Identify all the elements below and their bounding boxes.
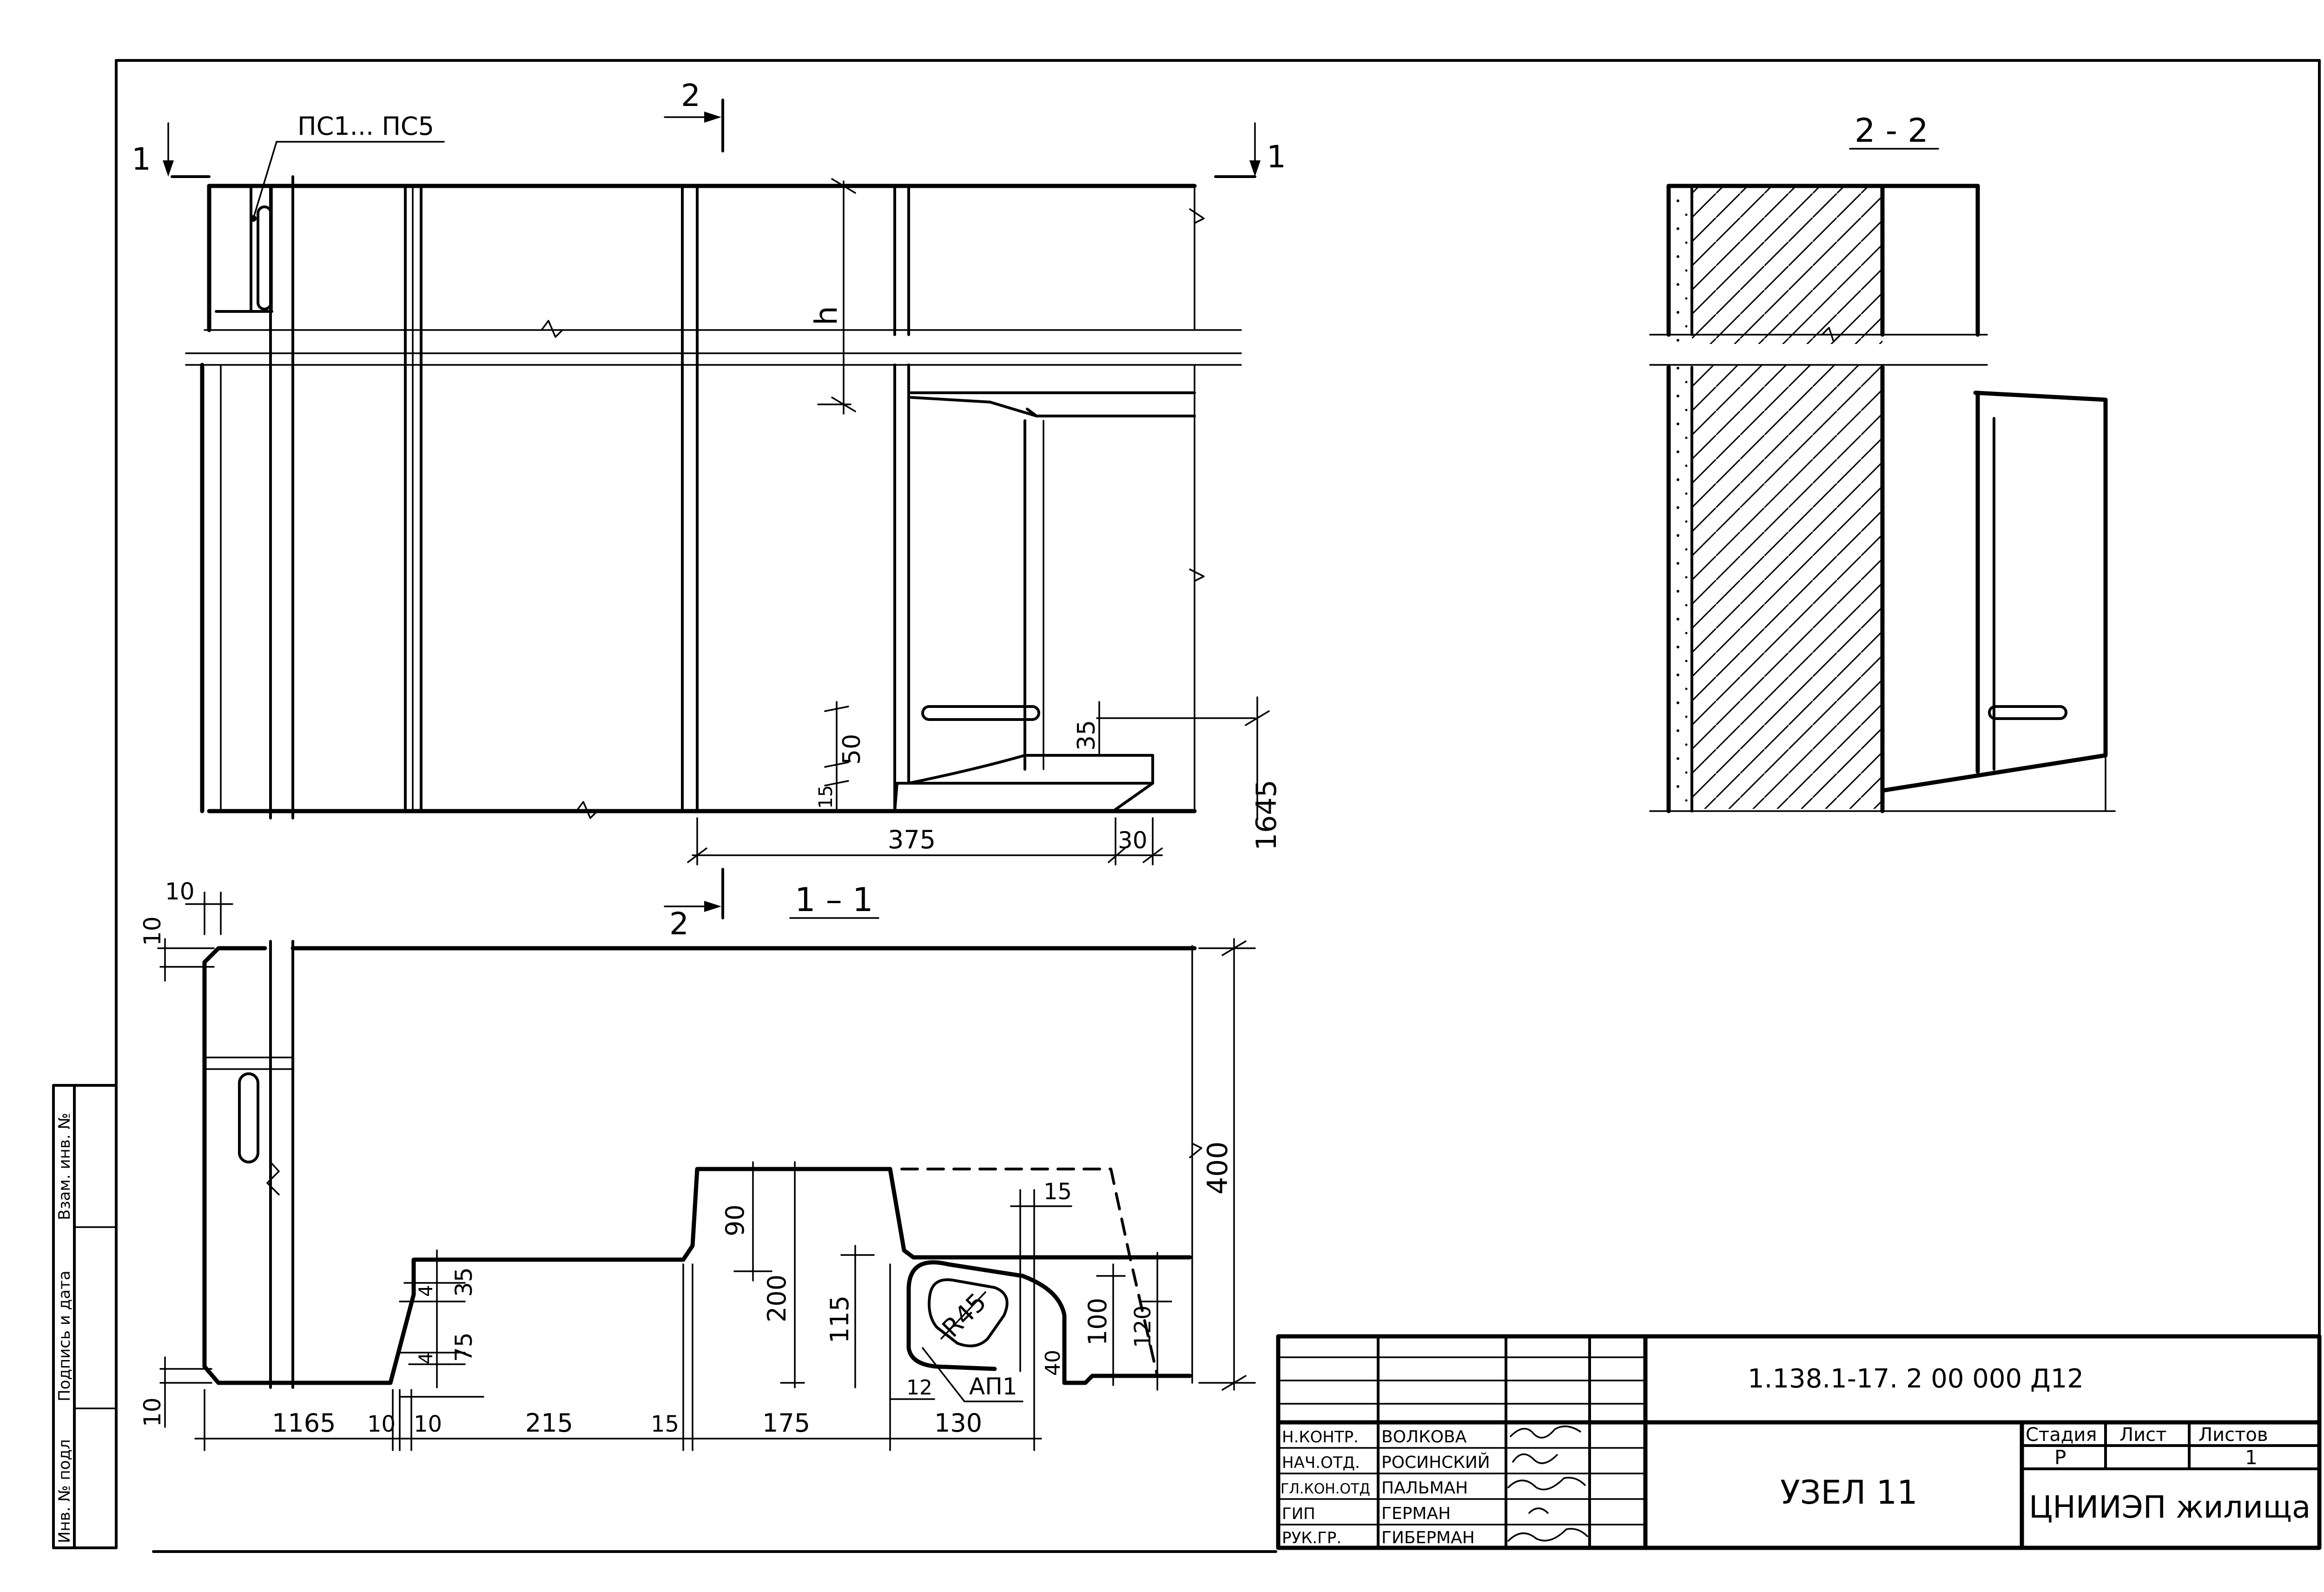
dim-bottom10-label: 10 (139, 1397, 166, 1427)
dim-10b-label: 10 (414, 1411, 442, 1437)
dim-15-top-label: 15 (1043, 1179, 1072, 1205)
signature-2 (1512, 1453, 1558, 1464)
drawing-frame (115, 59, 2321, 1553)
stage-header: Стадия (2026, 1424, 2097, 1446)
dim-130-label: 130 (934, 1408, 982, 1438)
staff-name-2: РОСИНСКИЙ (1381, 1453, 1490, 1472)
section-mark-2-bottom: 2 (664, 868, 724, 942)
dim-215-label: 215 (525, 1408, 573, 1438)
dim-400-label: 400 (1202, 1141, 1234, 1195)
staff-name-5: ГИБЕРМАН (1381, 1528, 1475, 1547)
dim-50-label: 50 (838, 734, 866, 765)
dim-120-label: 120 (1130, 1305, 1156, 1348)
staff-role-1: Н.КОНТР. (1282, 1428, 1359, 1447)
drawing-code: 1.138.1-17. 2 00 000 Д12 (1748, 1364, 2084, 1394)
staff-name-4: ГЕРМАН (1381, 1504, 1451, 1523)
section-mark-2-bottom-label: 2 (669, 906, 689, 942)
side-stamp-replace-label: Взам. инв. № (55, 1113, 74, 1220)
dim-100-label: 100 (1083, 1298, 1112, 1346)
section-1-1-title: 1 – 1 (795, 881, 873, 919)
dim-h-label: h (808, 306, 844, 325)
staff-role-2: НАЧ.ОТД. (1282, 1453, 1360, 1472)
staff-role-5: РУК.ГР. (1282, 1529, 1341, 1547)
sheet-header: Лист (2119, 1424, 2166, 1446)
section-mark-2-top-label: 2 (681, 78, 700, 113)
dim-90-label: 90 (720, 1204, 750, 1236)
signature-3 (1507, 1477, 1586, 1491)
dim-left10-label: 10 (139, 916, 166, 946)
side-stamp: Инв. № подл Подпись и дата Взам. инв. № (52, 1084, 118, 1549)
section-2-2-title: 2 - 2 (1855, 112, 1928, 150)
part-callout-label: ПС1... ПС5 (297, 112, 434, 141)
sheets-value: 1 (2245, 1446, 2258, 1469)
dim-4b-label: 4 (416, 1353, 437, 1364)
part-callout: ПС1... ПС5 (250, 112, 445, 222)
dim-10a-label: 10 (367, 1411, 396, 1437)
staff-name-3: ПАЛЬМАН (1381, 1479, 1468, 1498)
elevation-view: 1 1 2 ПС1... ПС5 (132, 78, 1286, 942)
cut-mark-1-left: 1 (132, 122, 211, 178)
dim-175-label: 175 (762, 1408, 810, 1438)
organization-name: ЦНИИЭП жилища (2029, 1489, 2311, 1525)
staff-name-1: ВОЛКОВА (1381, 1427, 1467, 1447)
section-2-2-view: 2 - 2 (1649, 112, 2116, 813)
section-1-1-view: 1 – 1 10 10 10 (139, 878, 1256, 1451)
sheets-header: Листов (2199, 1424, 2268, 1446)
dim-75-label: 75 (450, 1332, 477, 1362)
side-stamp-signature-label: Подпись и дата (55, 1270, 74, 1401)
dim-375-label: 375 (888, 825, 936, 854)
section-mark-2-top: 2 (664, 78, 724, 152)
dim-115-label: 115 (825, 1295, 854, 1343)
cut-mark-1-left-label: 1 (132, 141, 151, 177)
dim-1645-label: 1645 (1250, 779, 1283, 851)
dim-30-label: 30 (1118, 827, 1148, 854)
staff-role-4: ГИП (1282, 1505, 1315, 1523)
signature-5 (1507, 1528, 1588, 1542)
dim-40-label: 40 (1041, 1350, 1065, 1376)
staff-role-3: ГЛ.КОН.ОТД (1281, 1481, 1370, 1497)
dim-200-label: 200 (762, 1275, 792, 1322)
side-stamp-inv-label: Инв. № подл (55, 1439, 74, 1543)
dim-15-label: 15 (651, 1411, 679, 1437)
dim-1165-label: 1165 (272, 1408, 336, 1438)
bar-label: АП1 (969, 1373, 1017, 1400)
dim-15-label: 15 (815, 785, 837, 809)
cut-mark-1-right: 1 (1214, 122, 1286, 178)
dim-35-label: 35 (1073, 720, 1101, 751)
stage-value: Р (2054, 1446, 2066, 1469)
drawing-title: УЗЕЛ 11 (1780, 1473, 1918, 1512)
title-block: 1.138.1-17. 2 00 000 Д12 УЗЕЛ 11 Стадия … (1276, 1334, 2322, 1550)
cut-mark-1-right-label: 1 (1267, 139, 1286, 175)
dim-4a-label: 4 (416, 1285, 437, 1297)
dim-35-step-label: 35 (450, 1267, 477, 1297)
signature-1 (1510, 1425, 1581, 1439)
dim-top10-label: 10 (165, 878, 195, 905)
dim-12-label: 12 (906, 1376, 932, 1400)
signature-4 (1528, 1507, 1549, 1514)
